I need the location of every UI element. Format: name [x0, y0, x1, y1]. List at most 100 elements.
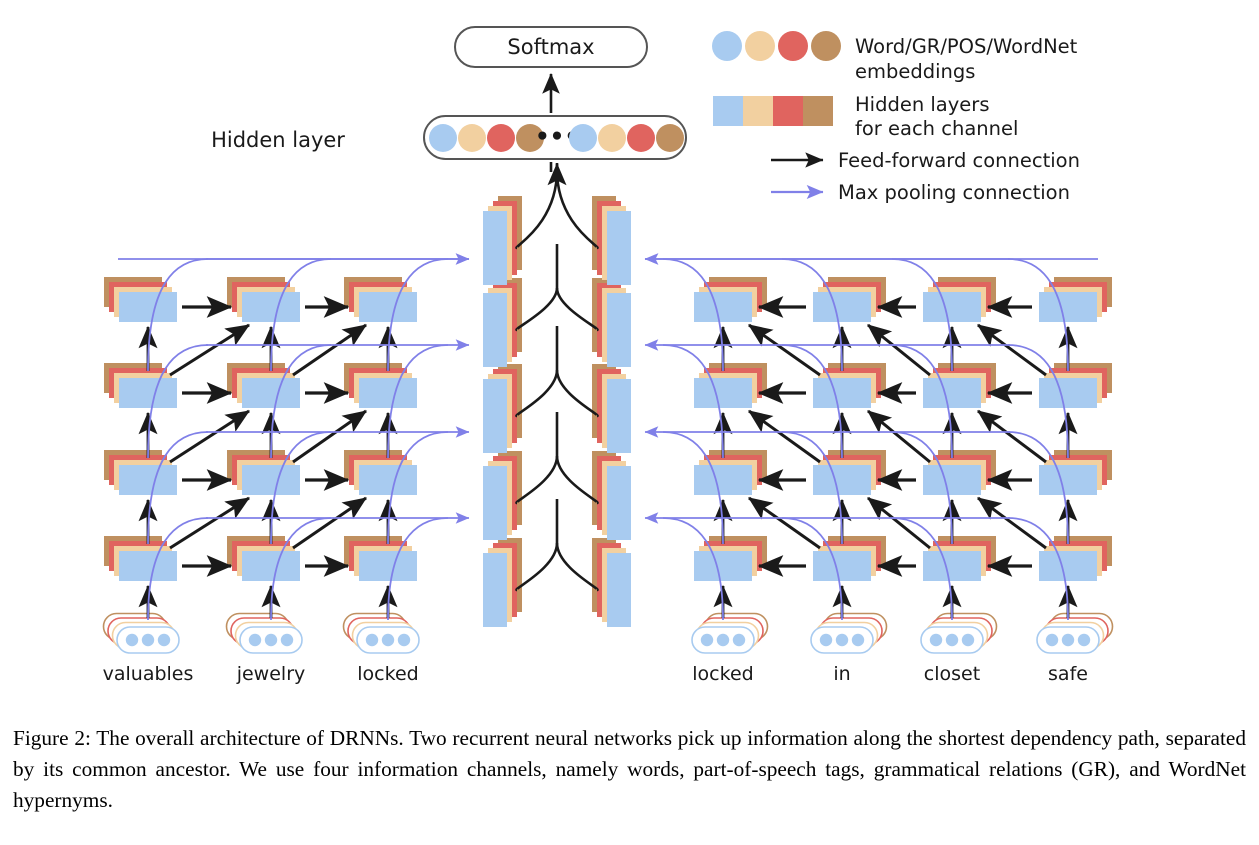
left-hidden-r0-c0-sheet-3 [119, 551, 177, 581]
hidden-unit-pos-1 [487, 124, 515, 152]
legend-item-hidden-layers: Hidden layers for each channel [713, 93, 1018, 140]
left-word-node-2-dot-0 [365, 633, 379, 647]
hidden-unit-word-2 [569, 124, 597, 152]
left-hidden-r2-c1-sheet-3 [242, 378, 300, 408]
right-maxpool-feeder-r0-c2 [891, 517, 953, 621]
hidden-unit-wordnet-2 [656, 124, 684, 152]
right-maxpool-feeder-r2-c0 [662, 344, 724, 459]
right-maxpool-feeder-r2-c2 [891, 344, 953, 459]
right-maxpool-feeder-r1-c2 [891, 431, 953, 545]
figure-caption: Figure 2: The overall architecture of DR… [13, 723, 1246, 816]
center-left-block-4-sheet-3 [483, 211, 507, 285]
right-hidden-r1-c0-sheet-3 [694, 465, 752, 495]
left-maxpool-feeder-r2-c1 [270, 344, 332, 459]
hidden-unit-wordnet-1 [516, 124, 544, 152]
word-label-left-2: locked [357, 663, 418, 685]
legend-square-word [713, 96, 743, 126]
right-ff-d-r0-c2 [867, 496, 931, 550]
right-maxpool-feeder-r3-c3 [1007, 258, 1069, 372]
right-word-node-3-dot-2 [1077, 633, 1091, 647]
hidden-unit-gr-1 [458, 124, 486, 152]
left-maxpool-feeder-r1-c0 [147, 431, 209, 545]
right-hidden-r1-c2-sheet-3 [923, 465, 981, 495]
softmax-label: Softmax [507, 35, 594, 59]
right-hidden-r3-c0-sheet-3 [694, 292, 752, 322]
right-hidden-r2-c0-sheet-3 [694, 378, 752, 408]
right-maxpool-feeder-r3-c2 [891, 258, 953, 372]
right-word-node-2-dot-2 [961, 633, 975, 647]
left-word-node-0-dot-0 [125, 633, 139, 647]
right-ff-d-r1-c3 [977, 409, 1047, 464]
left-ff-d-r1-c1 [292, 409, 367, 464]
right-ff-d-r1-c2 [867, 409, 931, 464]
left-hidden-r2-c0-sheet-3 [119, 378, 177, 408]
left-word-node-0-dot-2 [157, 633, 171, 647]
left-hidden-r3-c0-sheet-3 [119, 292, 177, 322]
left-ff-d-r2-c0 [169, 323, 251, 377]
left-maxpool-feeder-r0-c2 [387, 517, 449, 621]
legend-circle-wordnet [811, 31, 841, 61]
right-word-node-0-dot-2 [732, 633, 746, 647]
left-word-node-2-dot-2 [397, 633, 411, 647]
center-trunk-left-4 [515, 169, 559, 250]
center-left-block-0-sheet-3 [483, 553, 507, 627]
left-maxpool-feeder-r2-c0 [147, 344, 209, 459]
left-hidden-r1-c1-sheet-3 [242, 465, 300, 495]
left-maxpool-feeder-r0-c0 [147, 517, 209, 621]
legend-square-pos [773, 96, 803, 126]
center-right-block-2-sheet-3 [607, 379, 631, 453]
left-maxpool-feeder-r2-c2 [387, 344, 449, 459]
hidden-unit-pos-2 [627, 124, 655, 152]
left-hidden-r1-c0-sheet-3 [119, 465, 177, 495]
right-ff-d-r1-c1 [748, 409, 821, 464]
center-trunk-left-3 [515, 287, 559, 332]
center-trunk-right-1 [555, 455, 599, 505]
right-hidden-r3-c3-sheet-3 [1039, 292, 1097, 322]
center-trunk-right-3 [555, 287, 599, 332]
legend-label-embeddings-line1: Word/GR/POS/WordNet [855, 35, 1078, 58]
left-hidden-r3-c1-sheet-3 [242, 292, 300, 322]
word-label-right-0: locked [692, 663, 753, 685]
center-trunk-left-2 [515, 369, 559, 418]
right-hidden-r0-c2-sheet-3 [923, 551, 981, 581]
word-label-left-1: jewelry [236, 663, 306, 685]
legend-circle-pos [778, 31, 808, 61]
left-hidden-r2-c2-sheet-3 [359, 378, 417, 408]
word-labels: valuables jewelry locked locked in close… [103, 663, 1088, 685]
left-ff-d-r0-c1 [292, 496, 367, 550]
legend-circle-gr [745, 31, 775, 61]
right-hidden-r3-c2-sheet-3 [923, 292, 981, 322]
right-maxpool-feeder-r0-c1 [781, 517, 843, 621]
right-hidden-r3-c1-sheet-3 [813, 292, 871, 322]
right-maxpool-feeder-r1-c1 [781, 431, 843, 545]
legend-square-wordnet [803, 96, 833, 126]
center-trunk-right-4 [555, 169, 599, 250]
right-word-node-1-dot-2 [851, 633, 865, 647]
hidden-layer-box: ••• [423, 115, 687, 160]
left-word-node-1-dot-2 [280, 633, 294, 647]
right-maxpool-feeder-r2-c3 [1007, 344, 1069, 459]
left-word-node-2-dot-1 [381, 633, 395, 647]
legend-label-hidden-line1: Hidden layers [855, 93, 989, 116]
right-hidden-r0-c3-sheet-3 [1039, 551, 1097, 581]
word-label-right-2: closet [924, 663, 980, 685]
center-trunk-left-0 [515, 542, 559, 592]
right-ff-d-r0-c3 [977, 496, 1047, 550]
right-maxpool-feeder-r0-c0 [662, 517, 724, 621]
center-right-block-1-sheet-3 [607, 466, 631, 540]
left-ff-d-r1-c0 [169, 409, 251, 464]
word-label-right-1: in [833, 663, 850, 685]
center-trunk-right-2 [555, 369, 599, 418]
right-maxpool-feeder-r1-c0 [662, 431, 724, 545]
softmax-box: Softmax [454, 26, 648, 68]
right-maxpool-feeder-r3-c0 [662, 258, 724, 372]
left-hidden-r0-c1-sheet-3 [242, 551, 300, 581]
center-right-block-3-sheet-3 [607, 293, 631, 367]
right-word-node-1-dot-1 [835, 633, 849, 647]
hidden-unit-word-1 [429, 124, 457, 152]
left-hidden-r0-c2-sheet-3 [359, 551, 417, 581]
right-maxpool-feeder-r3-c1 [781, 258, 843, 372]
left-maxpool-feeder-r1-c1 [270, 431, 332, 545]
left-maxpool-feeder-r1-c2 [387, 431, 449, 545]
